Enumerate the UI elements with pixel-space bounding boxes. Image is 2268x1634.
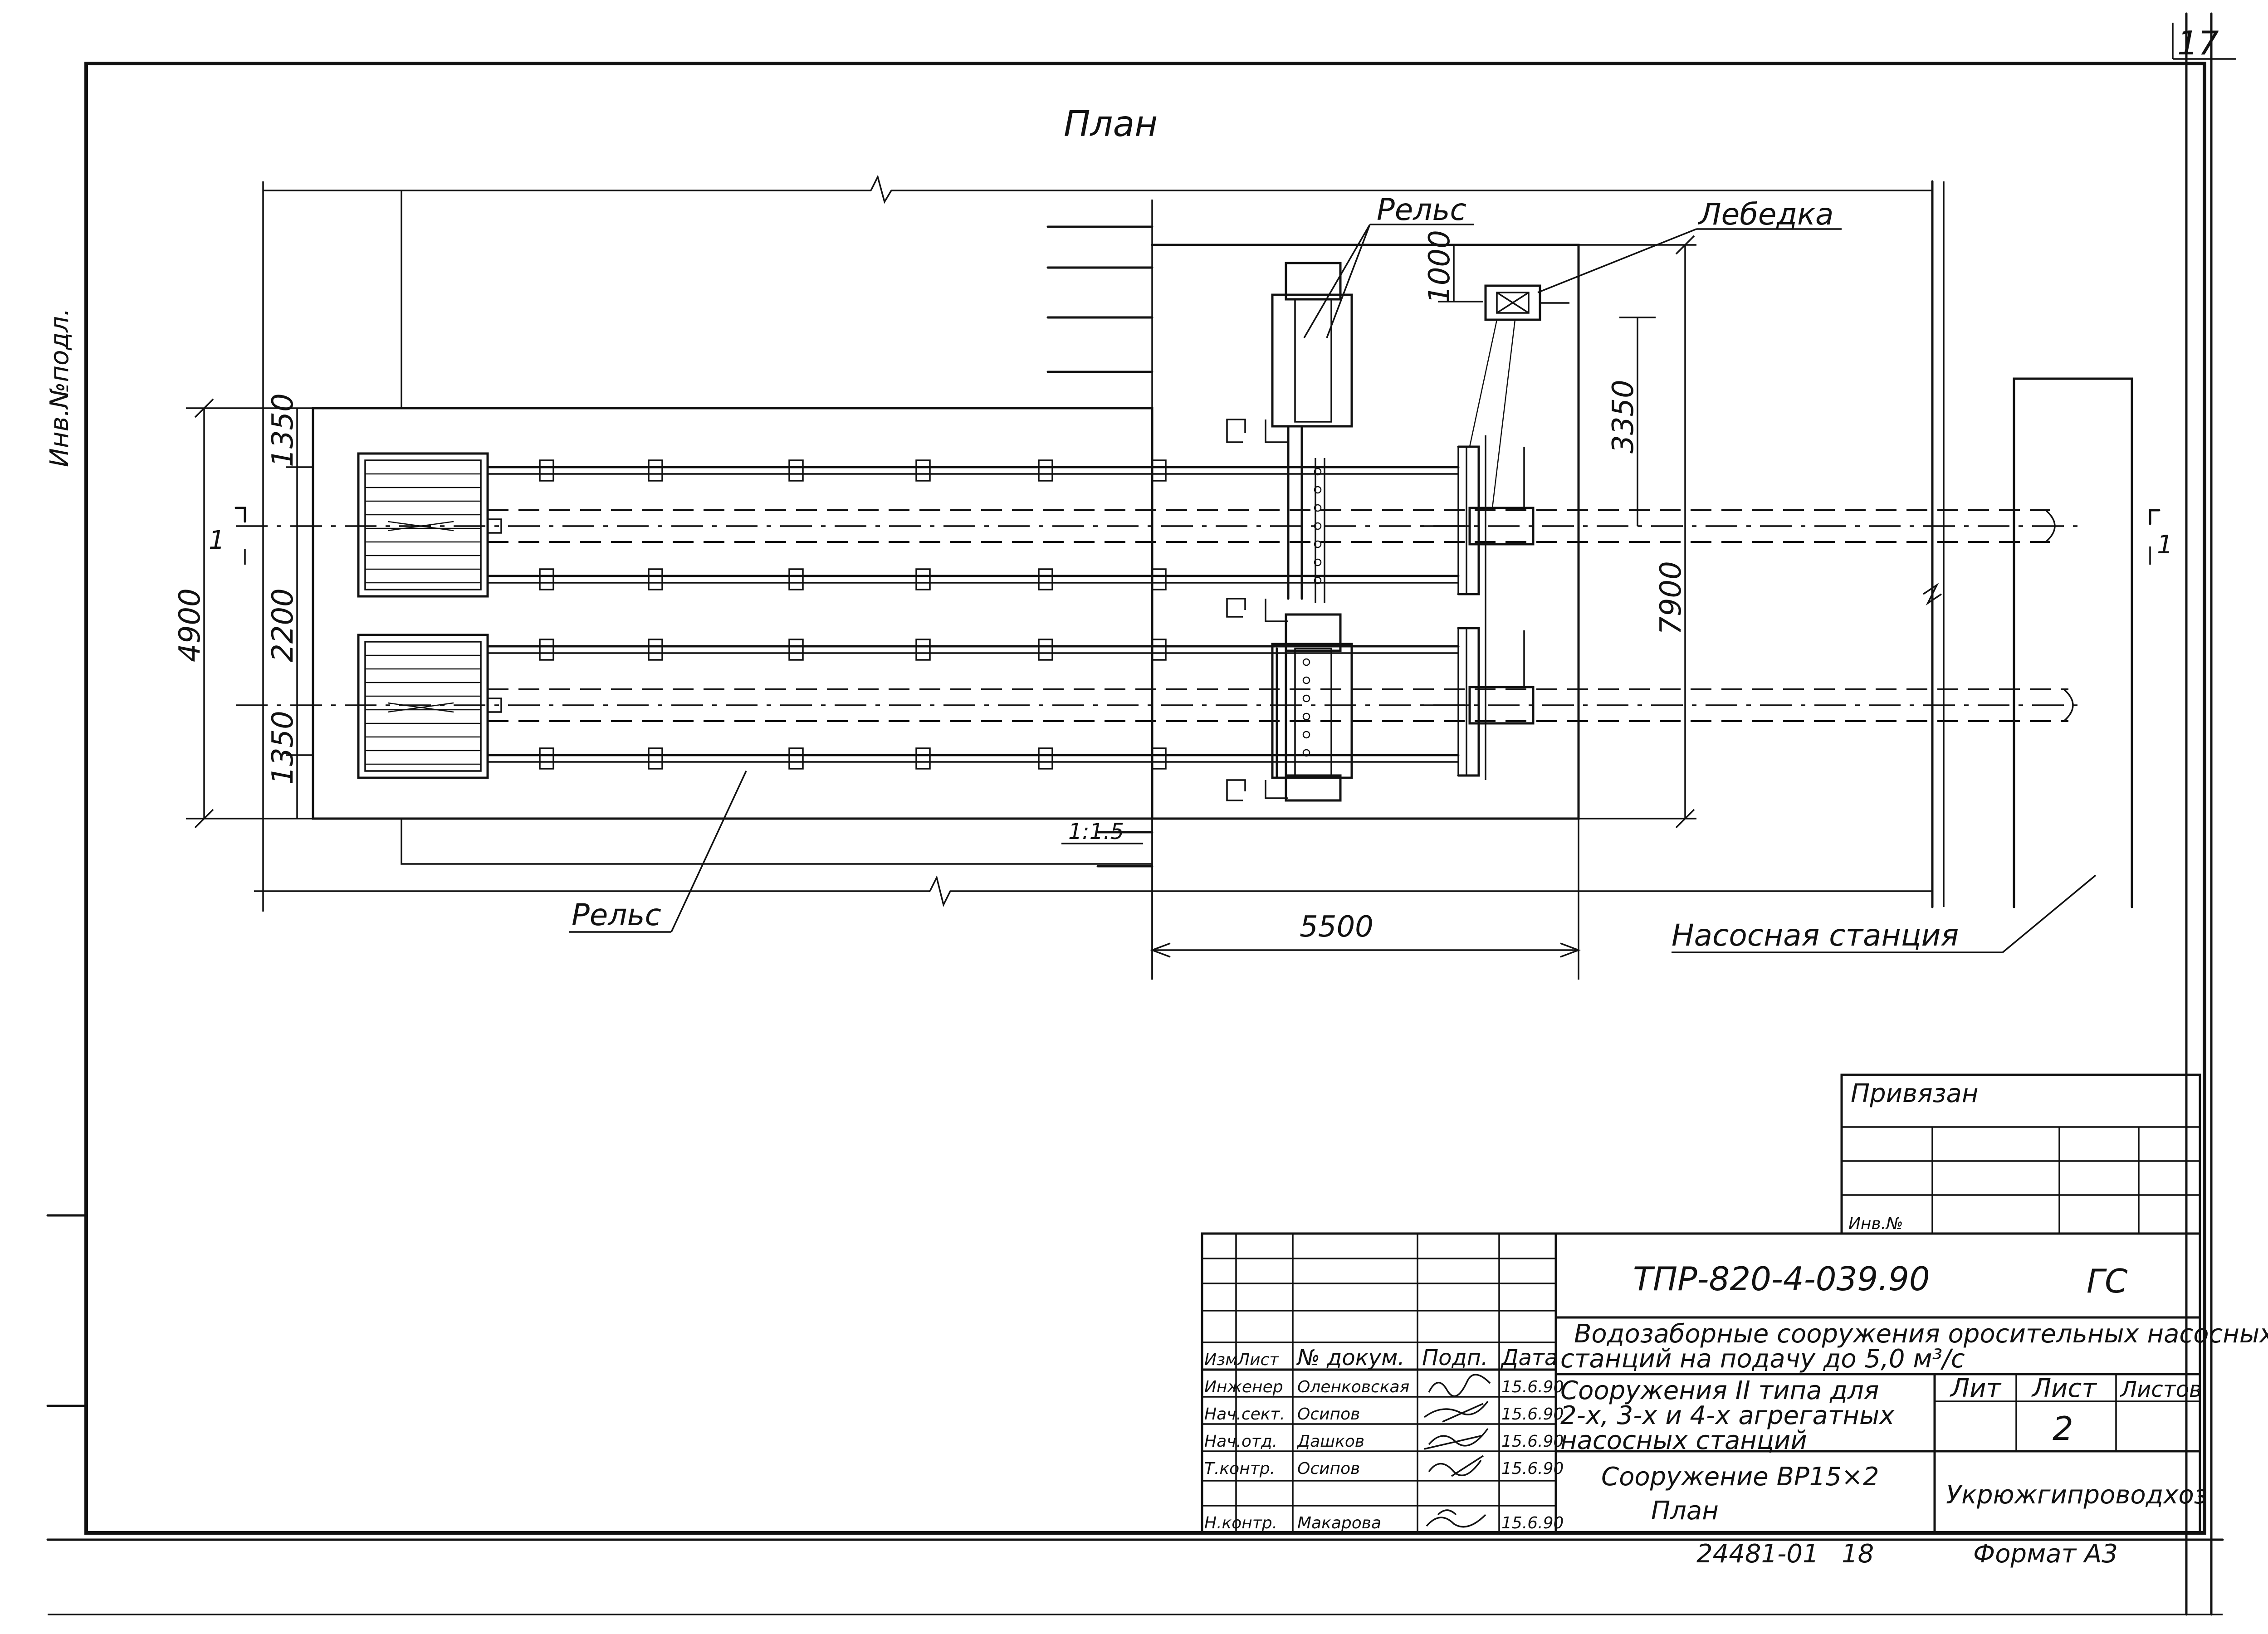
suction-pipes — [236, 507, 2087, 725]
tb-header-list: Лист — [1237, 1351, 1279, 1369]
tb-structure-desc-2: 2-х, 3-х и 4-х агрегатных — [1560, 1401, 1895, 1430]
section-mark-right: 1 — [2157, 530, 2173, 560]
tb-sheet-no: 2 — [2053, 1410, 2073, 1448]
label-pump-station: Насосная станция — [1672, 918, 1959, 953]
title-block-grid — [1201, 1232, 2201, 1534]
tb-designation: ТПР-820-4-039.90 — [1633, 1260, 1930, 1298]
tb-name-1: Оленковская — [1297, 1378, 1409, 1396]
tb-name-2: Осипов — [1297, 1405, 1360, 1424]
tb-header-doc: № докум. — [1296, 1345, 1405, 1371]
site-outline — [254, 175, 2133, 980]
dimension-lines — [186, 235, 2160, 980]
trash-rack-upper — [357, 452, 489, 598]
tb-date-3: 15.6.90 — [1501, 1432, 1564, 1451]
trash-rack-lower — [357, 634, 489, 779]
signatures — [1423, 1374, 1491, 1528]
dim-2200: 2200 — [266, 588, 300, 662]
tb-name-4: Осипов — [1297, 1459, 1360, 1478]
tb-role-2: Нач.сект. — [1204, 1405, 1285, 1424]
tb-header-date: Дата — [1501, 1345, 1558, 1371]
tb-role-1: Инженер — [1204, 1378, 1283, 1396]
tb-listov-label: Листов — [2120, 1377, 2202, 1402]
stamp-top-title: Привязан — [1851, 1079, 1978, 1108]
tb-project-name-2: станций на подачу до 5,0 м³/с — [1560, 1344, 1965, 1374]
tb-role-6: Н.контр. — [1204, 1514, 1277, 1532]
gate-mechanism — [1226, 262, 1525, 802]
dim-1000: 1000 — [1423, 230, 1457, 304]
tb-date-4: 15.6.90 — [1501, 1459, 1564, 1478]
label-winch: Лебедка — [1698, 197, 1833, 232]
tb-stage-code: ГС — [2087, 1262, 2128, 1300]
dim-4900: 4900 — [173, 588, 207, 662]
side-stamp: Инв.№подл. — [45, 308, 74, 467]
tb-format: Формат А3 — [1973, 1539, 2118, 1569]
tb-lit-label: Лит — [1950, 1374, 2002, 1403]
dim-1350-bottom: 1350 — [266, 711, 300, 785]
rail-tracks — [486, 459, 1460, 770]
winch — [1469, 284, 1569, 508]
label-rail-top: Рельс — [1377, 192, 1466, 227]
tb-role-4: Т.контр. — [1204, 1459, 1275, 1478]
tb-sheet-name-1: Сооружение ВР15×2 — [1601, 1462, 1879, 1492]
label-slope: 1:1.5 — [1068, 819, 1124, 844]
tb-date-2: 15.6.90 — [1501, 1405, 1564, 1424]
tb-archive-no: 24481-01 — [1696, 1539, 1819, 1569]
label-leaders — [569, 224, 2003, 953]
tb-list-label: Лист — [2031, 1374, 2097, 1403]
stamp-top-inv: Инв.№ — [1848, 1215, 1903, 1233]
tb-structure-desc-1: Сооружения II типа для — [1560, 1376, 1879, 1405]
tb-date-1: 15.6.90 — [1501, 1378, 1564, 1396]
tb-structure-desc-3: насосных станций — [1560, 1426, 1807, 1455]
dim-1350-top: 1350 — [266, 393, 300, 467]
sheet-frame — [46, 12, 2236, 1616]
tb-project-name-1: Водозаборные сооружения оросительных нас… — [1574, 1319, 2268, 1349]
tb-archive-page: 18 — [1842, 1539, 1874, 1569]
tb-organization: Укрюжгипроводхоз — [1946, 1480, 2208, 1510]
tb-name-3: Дашков — [1296, 1432, 1364, 1451]
tb-sheet-name-2: План — [1651, 1496, 1719, 1526]
tb-header-sign: Подп. — [1422, 1345, 1488, 1371]
page-number: 17 — [2177, 24, 2219, 62]
tb-header-izm: Изм — [1204, 1351, 1237, 1369]
dim-3350: 3350 — [1607, 380, 1640, 454]
dim-7900: 7900 — [1654, 561, 1688, 635]
tb-date-6: 15.6.90 — [1501, 1514, 1564, 1532]
dim-5500: 5500 — [1300, 910, 1374, 944]
tb-role-3: Нач.отд. — [1204, 1432, 1277, 1451]
section-mark-left: 1 — [209, 526, 225, 555]
label-rail-bottom: Рельс — [572, 897, 661, 932]
tb-name-6: Макарова — [1297, 1514, 1381, 1532]
plan-title: План — [1064, 104, 1158, 145]
